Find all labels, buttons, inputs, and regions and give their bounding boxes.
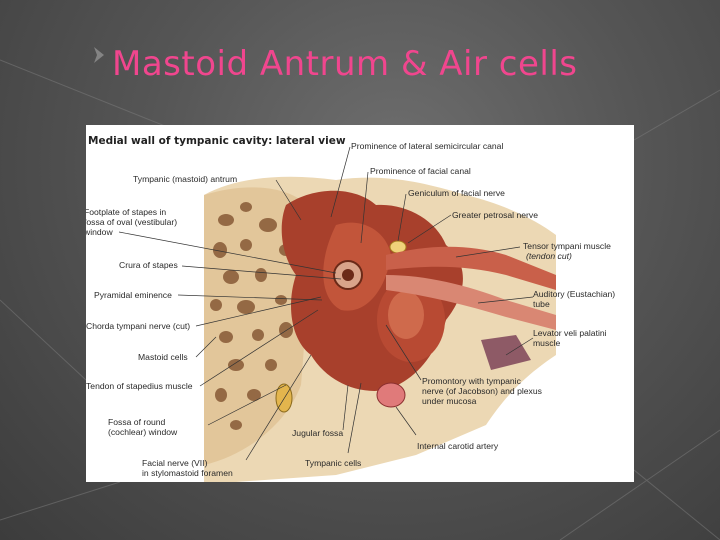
anatomy-figure: Medial wall of tympanic cavity: lateral …: [86, 125, 634, 482]
label-promontory: Promontory with tympanic nerve (of Jacob…: [422, 376, 542, 406]
label-tympanic-antrum: Tympanic (mastoid) antrum: [133, 174, 238, 184]
label-crura-stapes: Crura of stapes: [119, 260, 178, 270]
label-auditory-tube: Auditory (Eustachian) tube: [533, 289, 616, 309]
tympanic-cavity-illustration: [118, 146, 556, 482]
label-stapedius-tendon: Tendon of stapedius muscle: [86, 381, 193, 391]
label-tendon-cut: (tendon cut): [526, 251, 572, 261]
label-geniculum: Geniculum of facial nerve: [408, 188, 505, 198]
label-lateral-semicircular-canal: Prominence of lateral semicircular canal: [351, 141, 504, 151]
label-greater-petrosal-nerve: Greater petrosal nerve: [452, 210, 538, 220]
label-facial-nerve: Facial nerve (VII) in stylomastoid foram…: [142, 458, 233, 478]
label-chorda-tympani: Chorda tympani nerve (cut): [86, 321, 191, 331]
label-round-window: Fossa of round (cochlear) window: [108, 417, 178, 437]
label-jugular-fossa: Jugular fossa: [292, 428, 344, 438]
label-facial-canal: Prominence of facial canal: [370, 166, 471, 176]
label-internal-carotid-artery: Internal carotid artery: [417, 441, 499, 451]
label-pyramidal-eminence: Pyramidal eminence: [94, 290, 172, 300]
figure-title: Medial wall of tympanic cavity: lateral …: [88, 135, 346, 147]
label-mastoid-cells: Mastoid cells: [138, 352, 188, 362]
label-tensor-tympani: Tensor tympani muscle: [523, 241, 611, 251]
slide-title: Mastoid Antrum & Air cells: [112, 44, 578, 84]
label-footplate-stapes: Footplate of stapes in fossa of oval (ve…: [86, 207, 178, 237]
label-levator-veli-palatini: Levator veli palatini muscle: [533, 328, 607, 348]
label-tympanic-cells: Tympanic cells: [305, 458, 362, 468]
